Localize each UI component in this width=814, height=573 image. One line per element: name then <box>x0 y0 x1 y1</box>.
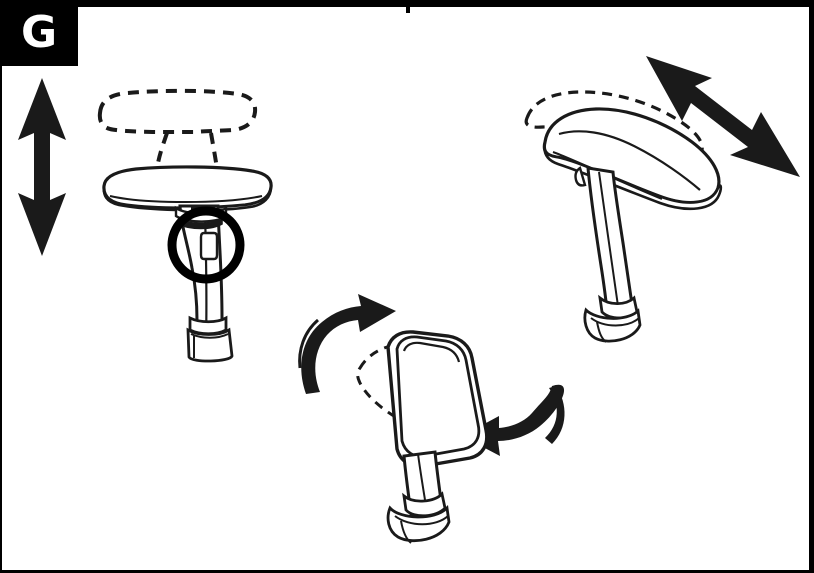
figure-depth-adjust <box>524 56 800 343</box>
diagonal-double-arrow <box>646 56 800 177</box>
border-left <box>0 0 2 573</box>
armrest-pad-perspective <box>542 107 723 211</box>
figure-height-adjust <box>18 78 273 363</box>
step-badge: G <box>0 0 78 66</box>
post-foot-perspective <box>583 294 642 343</box>
post-foot <box>186 315 234 363</box>
adjustment-button <box>199 231 219 261</box>
vertical-double-arrow <box>18 78 66 256</box>
step-badge-label: G <box>20 7 58 58</box>
border-right <box>809 0 814 573</box>
figure-pivot-adjust <box>298 294 565 544</box>
border-top-tick <box>406 0 410 13</box>
armrest-pad-lip <box>102 185 273 212</box>
foot-cap <box>186 327 234 363</box>
post-tab <box>574 166 587 187</box>
post-foot-topdown <box>386 491 451 544</box>
armrest-pad <box>102 165 273 212</box>
foot-collar <box>188 315 228 336</box>
border-bottom <box>0 570 814 573</box>
pad-side-wall <box>543 141 723 211</box>
adjustment-button-highlight-circle <box>167 206 245 284</box>
ghost-raised-armrest <box>97 88 258 170</box>
curved-arrow-rotate-left <box>298 294 396 394</box>
armrest-pad-topdown <box>386 330 489 469</box>
